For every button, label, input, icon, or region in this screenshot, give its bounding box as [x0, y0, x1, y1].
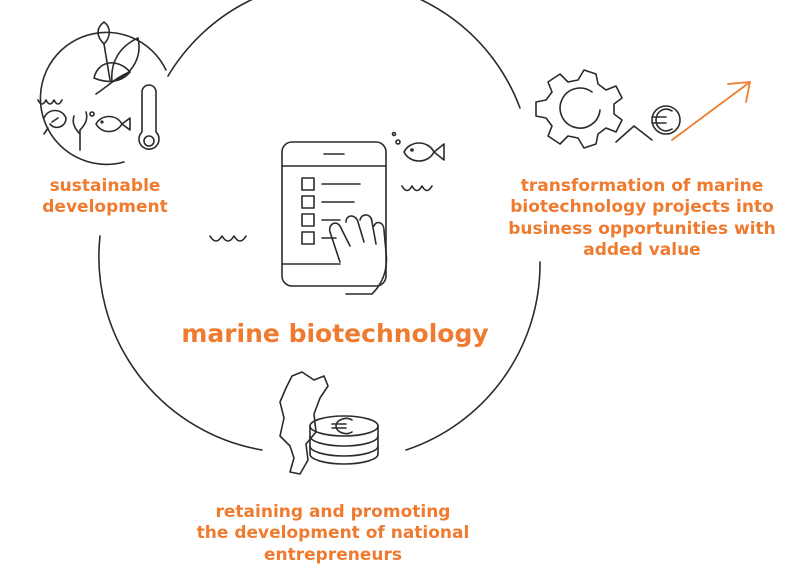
euro-icon: [651, 105, 681, 135]
trend-line: [615, 125, 653, 143]
coin-stack-icon: [309, 415, 379, 465]
trend-arrow-icon: [671, 81, 751, 141]
hand-icon: [328, 214, 388, 295]
label-line: biotechnology projects into: [510, 197, 774, 218]
label-line: transformation of marine: [520, 176, 764, 196]
portugal-map-icon: [279, 371, 329, 475]
label-line: retaining and promoting: [215, 502, 451, 522]
gear-icon: [535, 69, 623, 149]
leaf-icon: [93, 21, 140, 95]
retaining-icon-group: [279, 371, 379, 475]
center-icon-group: [209, 131, 445, 295]
label-line: entrepreneurs: [264, 544, 402, 565]
cycle-arc-top: [167, 0, 521, 109]
seaweed-icon: [72, 111, 88, 151]
fish-icon: [391, 131, 445, 162]
retaining-label: retaining and promoting the development …: [160, 502, 506, 566]
wave-icon: [37, 99, 63, 105]
label-line: sustainable: [49, 176, 161, 196]
shrimp-icon: [43, 109, 67, 135]
euro-icon: [331, 417, 353, 435]
tablet-checklist-icon: [281, 141, 387, 287]
sustainable-circle: [39, 31, 167, 166]
wave-icon: [209, 235, 247, 242]
transformation-label: transformation of marine biotechnology p…: [478, 176, 806, 262]
label-line: the development of national: [196, 523, 470, 544]
cycle-arc-left: [98, 235, 263, 451]
fish-icon: [89, 111, 131, 133]
sustainable-icon-group: [37, 21, 167, 166]
label-line: added value: [583, 240, 701, 261]
center-title: marine biotechnology: [181, 319, 489, 348]
transformation-icon-group: [535, 69, 751, 149]
sustainable-development-label: sustainable development: [20, 176, 190, 219]
cycle-arc-right: [405, 261, 541, 451]
wave-icon: [401, 185, 433, 192]
label-line: business opportunities with: [508, 218, 776, 239]
label-line: development: [42, 197, 168, 218]
thermometer-icon: [138, 84, 160, 150]
